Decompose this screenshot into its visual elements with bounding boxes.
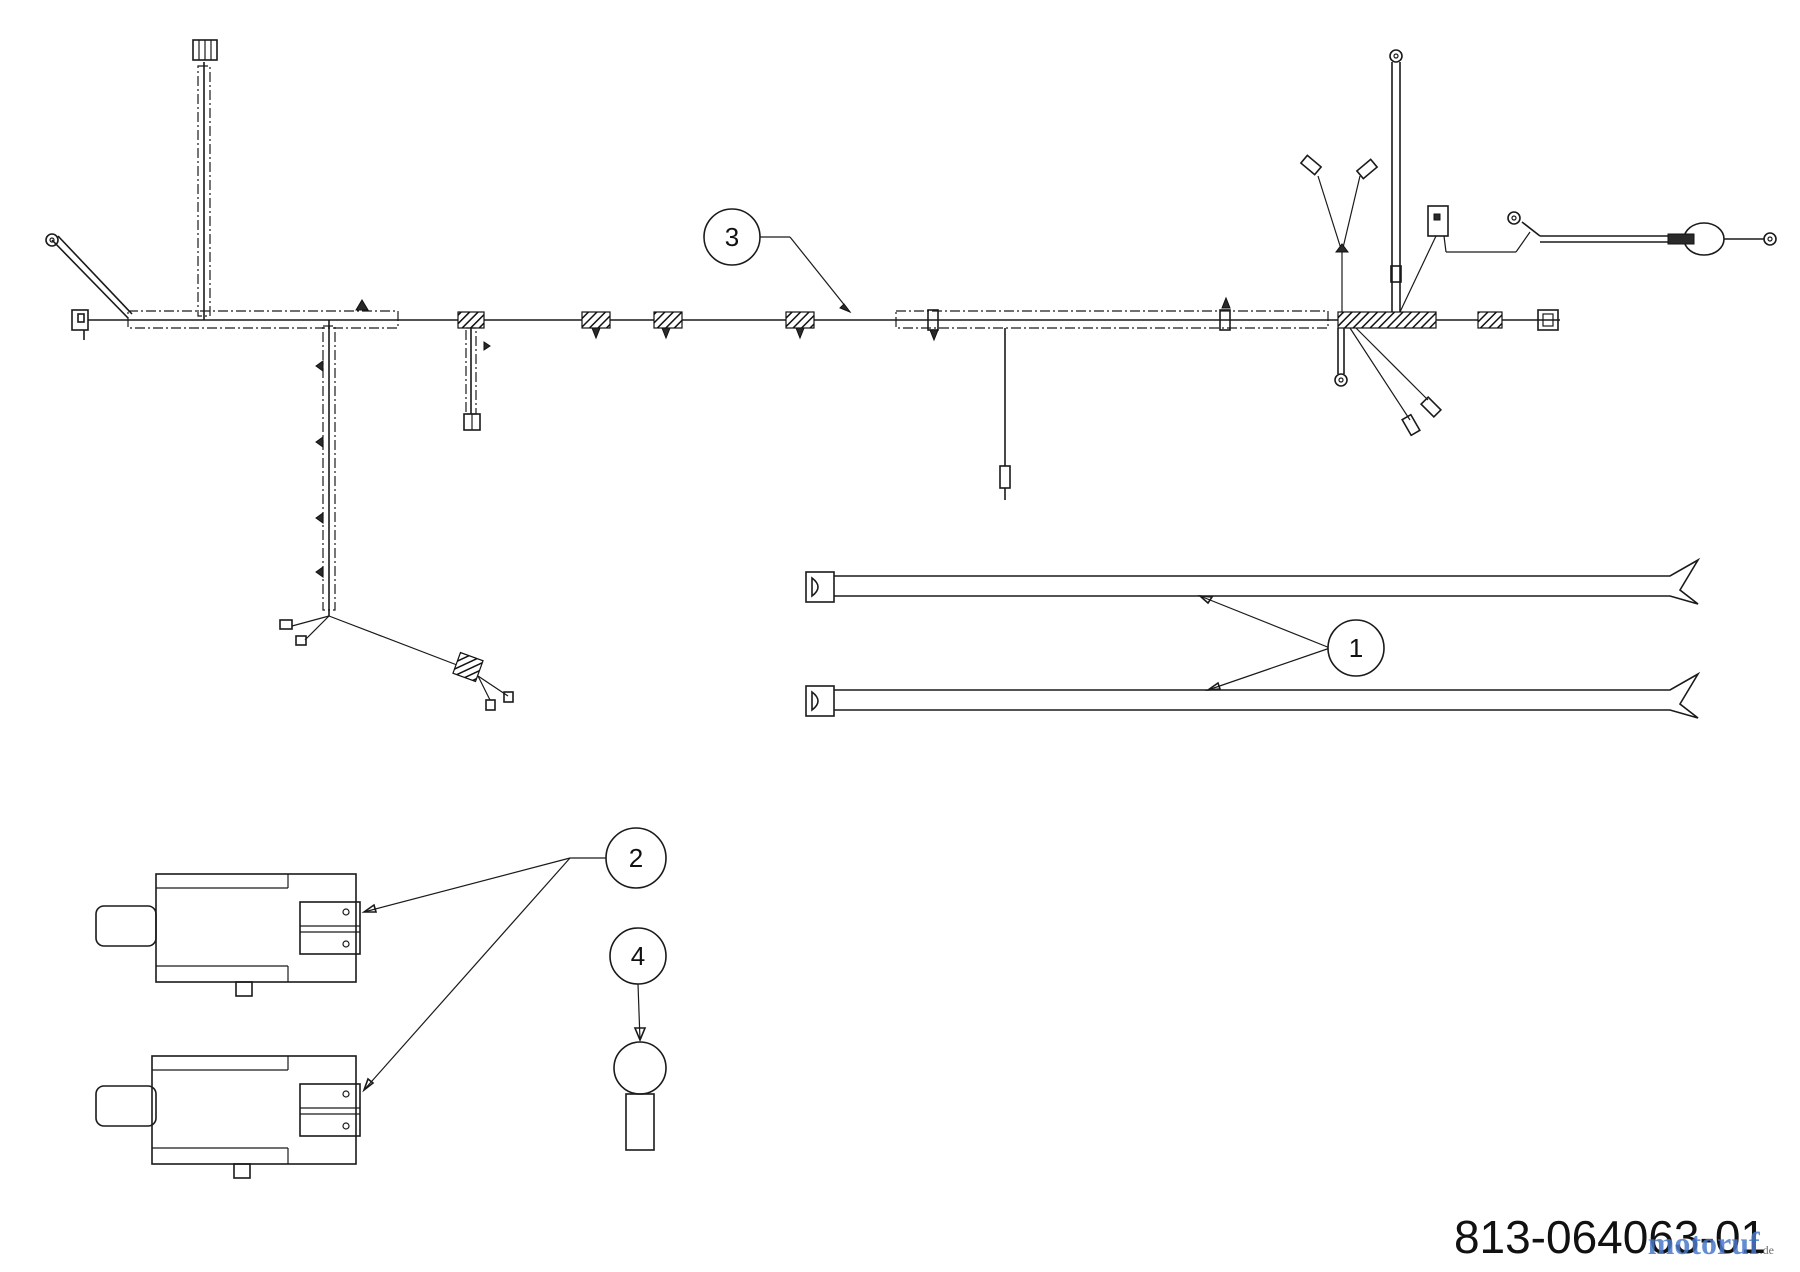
trunk-block-1 xyxy=(457,311,485,329)
block-clip-4 xyxy=(795,327,805,340)
drop-branch-small xyxy=(463,327,491,431)
harness-sleeve-middle xyxy=(895,310,1329,329)
trunk-clip xyxy=(355,299,369,311)
harness-sleeve-left xyxy=(127,310,399,329)
svg-text:2: 2 xyxy=(629,843,643,873)
callout-1: 1 xyxy=(1327,619,1385,677)
trunk-block-4 xyxy=(785,311,815,329)
trunk-block-end xyxy=(1477,311,1503,329)
wiring-harness xyxy=(45,39,1777,711)
right-end-connector xyxy=(1537,309,1559,331)
trunk-block-2 xyxy=(581,311,611,329)
drop-branch-long xyxy=(999,328,1011,500)
top-branch xyxy=(192,39,218,320)
callout-2: 2 xyxy=(605,827,667,889)
switch-top xyxy=(95,873,361,997)
cable-tie-bottom xyxy=(805,671,1701,719)
cable-tie-top xyxy=(805,557,1701,605)
block-clip-3 xyxy=(661,327,671,340)
watermark-name: motoruf xyxy=(1647,1225,1760,1261)
left-end-connector xyxy=(71,309,89,340)
trunk-block-junction xyxy=(1337,311,1437,329)
callout-4: 4 xyxy=(609,927,667,985)
svg-text:1: 1 xyxy=(1349,633,1363,663)
down-branch-left xyxy=(279,320,514,711)
part-number: 813-064063-01 xyxy=(1453,1211,1766,1263)
trunk-block-3 xyxy=(653,311,683,329)
svg-text:3: 3 xyxy=(725,222,739,252)
ring-terminal-left xyxy=(45,233,133,319)
sleeve-clamp-2 xyxy=(1219,309,1231,331)
right-junction xyxy=(1299,49,1777,437)
bulb xyxy=(613,1041,667,1151)
switch-bottom xyxy=(95,1055,361,1179)
leader-lines xyxy=(361,236,1331,1093)
svg-text:4: 4 xyxy=(631,941,645,971)
watermark-tld: .de xyxy=(1759,1243,1774,1257)
callout-3: 3 xyxy=(703,208,761,266)
watermark-logo: motoruf.de xyxy=(1648,1225,1774,1262)
block-clip-2 xyxy=(591,327,601,340)
